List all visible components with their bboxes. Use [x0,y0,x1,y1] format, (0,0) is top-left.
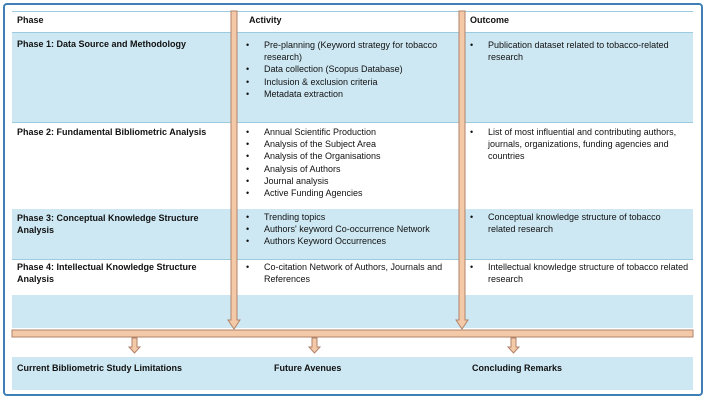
phase-4-activities: Co-citation Network of Authors, Journals… [244,261,466,285]
activity-item: Analysis of Authors [244,163,466,175]
activity-item: Co-citation Network of Authors, Journals… [244,261,466,285]
future-avenues-label: Future Avenues [274,363,342,373]
phase-4-outcomes: Intellectual knowledge structure of toba… [468,261,690,285]
activity-item: Authors Keyword Occurrences [244,235,466,247]
activity-item: Trending topics [244,211,466,223]
phase-1-outcomes: Publication dataset related to tobacco-r… [468,39,690,63]
activity-item: Journal analysis [244,175,466,187]
empty-row [12,295,693,328]
phase-header: Phase [17,15,44,25]
phase-3-outcomes: Conceptual knowledge structure of tobacc… [468,211,690,235]
phase-4-label: Phase 4: Intellectual Knowledge Structur… [17,262,197,284]
header-top-line [12,11,693,12]
activity-header: Activity [249,15,282,25]
activity-item: Annual Scientific Production [244,126,466,138]
limitations-label: Current Bibliometric Study Limitations [17,363,183,373]
concluding-remarks-label: Concluding Remarks [472,363,563,373]
activity-item: Pre-planning (Keyword strategy for tobac… [244,39,466,63]
phase-3-activities: Trending topics Authors' keyword Co-occu… [244,211,466,248]
phase-3-label: Phase 3: Conceptual Knowledge Structure … [17,213,199,235]
phase-1-label: Phase 1: Data Source and Methodology [17,39,187,49]
outcome-item: Publication dataset related to tobacco-r… [468,39,690,63]
outcome-item: Intellectual knowledge structure of toba… [468,261,690,285]
row-divider [12,122,693,123]
activity-item: Inclusion & exclusion criteria [244,76,466,88]
activity-item: Analysis of the Subject Area [244,138,466,150]
header-bottom-line [12,32,693,33]
activity-item: Metadata extraction [244,88,466,100]
phase-2-activities: Annual Scientific Production Analysis of… [244,126,466,199]
diagram-frame [3,3,703,396]
outcome-item: List of most influential and contributin… [468,126,690,163]
activity-item: Authors' keyword Co-occurrence Network [244,223,466,235]
phase-2-outcomes: List of most influential and contributin… [468,126,690,163]
activity-item: Analysis of the Organisations [244,150,466,162]
activity-item: Data collection (Scopus Database) [244,63,466,75]
activity-item: Active Funding Agencies [244,187,466,199]
outcome-header: Outcome [470,15,510,25]
phase-2-label: Phase 2: Fundamental Bibliometric Analys… [17,127,207,137]
conclusions-row [12,357,693,390]
row-divider [12,259,693,260]
outcome-item: Conceptual knowledge structure of tobacc… [468,211,690,235]
phase-1-activities: Pre-planning (Keyword strategy for tobac… [244,39,466,100]
